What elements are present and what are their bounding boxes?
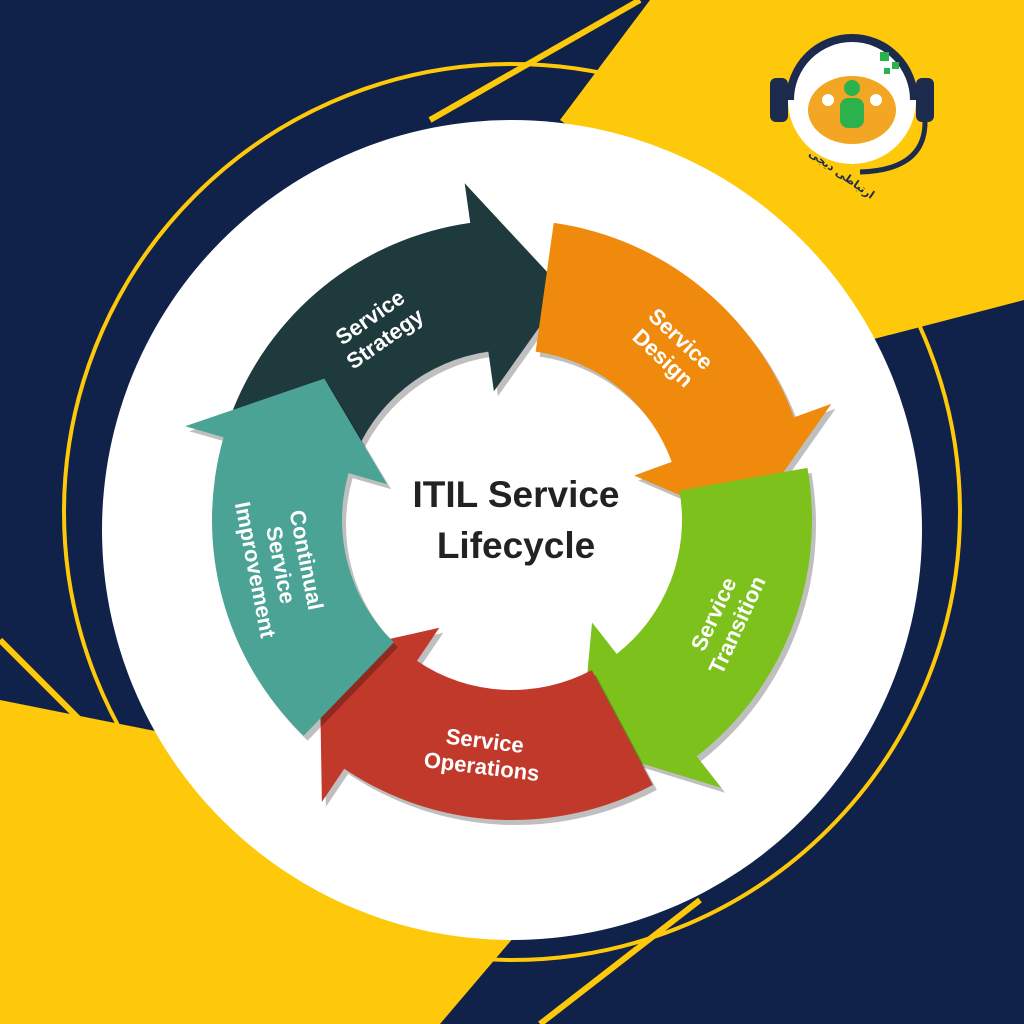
center-title-line2: Lifecycle	[437, 525, 595, 566]
yellow-stripe-2	[877, 187, 1024, 333]
stage-arrow-5	[185, 378, 394, 736]
stage-arrow-4	[319, 627, 653, 821]
yellow-stripe-4	[538, 897, 702, 1024]
center-title-line1: ITIL Service	[412, 474, 619, 515]
outer-ring	[62, 62, 962, 962]
yellow-stripe-3	[0, 637, 123, 763]
yellow-stripe-1	[428, 0, 642, 123]
stage-arrow-3	[580, 467, 813, 788]
stage-arrow-2	[535, 222, 832, 525]
